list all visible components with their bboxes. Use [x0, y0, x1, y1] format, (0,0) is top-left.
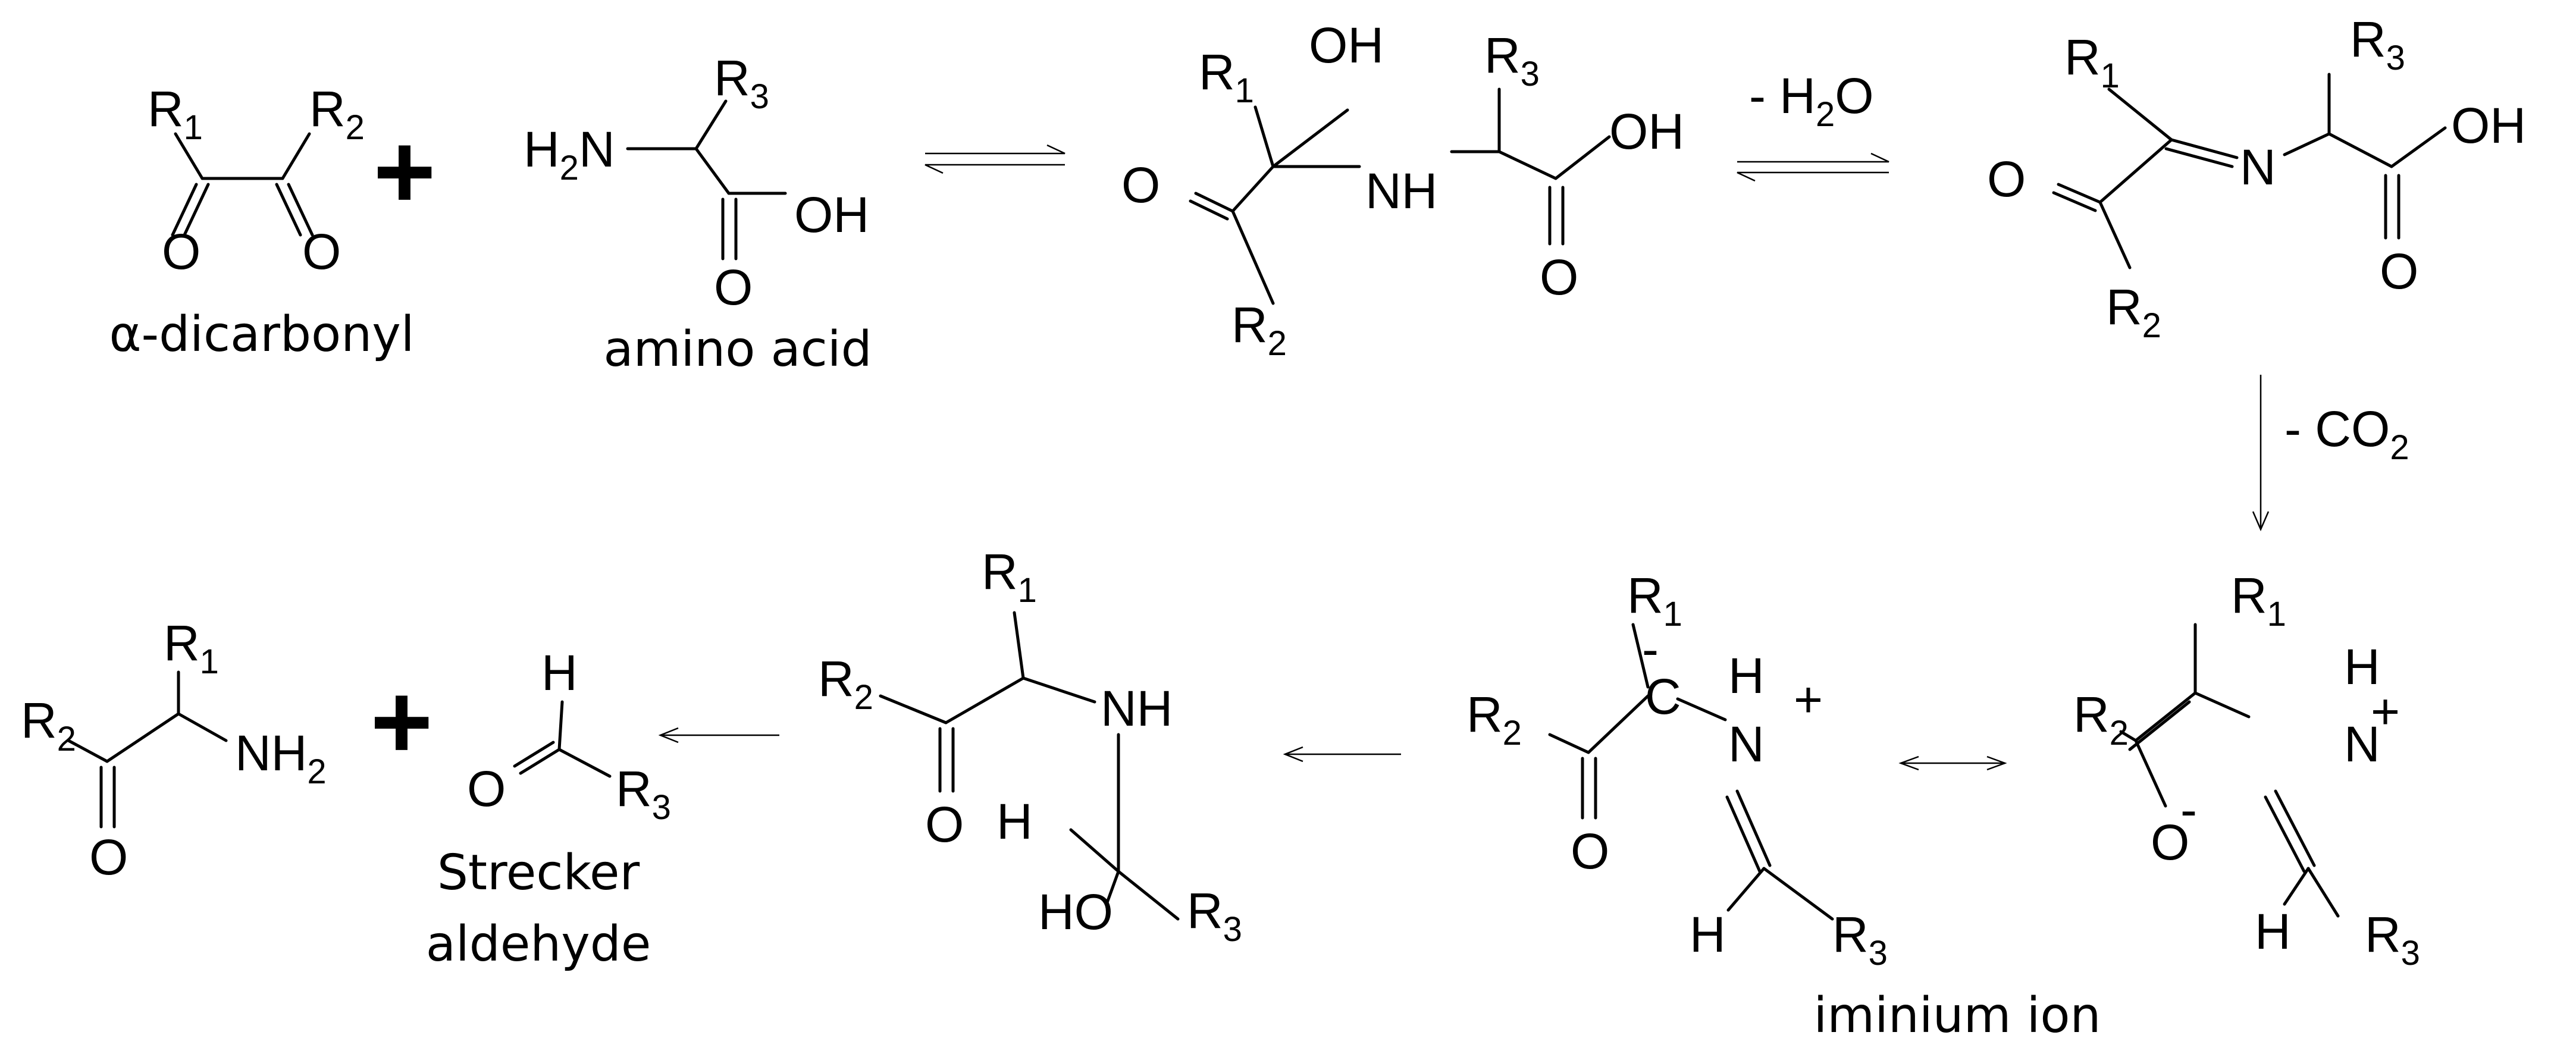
oxygen-label: O	[2380, 243, 2418, 299]
amine-nh-label: NH	[1365, 163, 1437, 219]
positive-charge: +	[1794, 672, 1823, 727]
imine-nitrogen-label: N	[2240, 139, 2276, 195]
oxygen-label: O	[1540, 249, 1578, 305]
strecker-caption-line1: Strecker	[437, 845, 640, 901]
negative-charge: -	[1642, 621, 1659, 677]
r2-label: R2	[2073, 686, 2129, 752]
equilibrium-arrow	[1737, 152, 1889, 182]
hydroxyl-label: OH	[1609, 103, 1684, 159]
oxygen-label: O	[1987, 151, 2026, 207]
r3-label: R3	[2350, 11, 2405, 77]
oxygen-label: O	[925, 796, 964, 852]
r3-label: R3	[616, 761, 671, 827]
alpha-dicarbonyl-caption: α-dicarbonyl	[109, 306, 414, 363]
r3-label: R3	[714, 50, 769, 116]
strecker-aldehyde-structure: H O R3 Strecker aldehyde	[426, 645, 671, 973]
alpha-dicarbonyl-structure: R1 R2 O O α-dicarbonyl	[109, 81, 414, 363]
oxygen-label: O	[1121, 157, 1160, 213]
decarboxylation-arrow	[2252, 375, 2270, 532]
hydrogen-label: H	[996, 793, 1033, 849]
enolate-oxygen-label: O	[2151, 814, 2189, 870]
r2-label: R2	[1231, 297, 1287, 363]
positive-charge: +	[2371, 683, 2400, 739]
r1-label: R1	[982, 544, 1037, 610]
carbanion-carbon-label: C	[1645, 669, 1681, 724]
hydroxyl-label: OH	[1309, 17, 1384, 73]
r2-label: R2	[309, 81, 365, 147]
hydroxyl-label: HO	[1038, 884, 1113, 940]
equilibrium-arrow	[925, 144, 1066, 174]
iminium-ion-structure: R1 R2 C - H + N O H R3 iminium ion	[1466, 567, 2101, 1044]
r1-label: R1	[1199, 44, 1254, 110]
amine-nh-label: NH	[1101, 680, 1173, 736]
oxygen-label: O	[302, 224, 341, 280]
hydroxyl-label: OH	[2451, 98, 2526, 153]
reaction-arrow	[658, 727, 779, 744]
resonance-arrow	[1898, 755, 2007, 771]
reaction-arrow	[1283, 746, 1401, 763]
amino-acid-structure: H2N R3 OH O amino acid	[524, 50, 872, 378]
r1-label: R1	[1627, 567, 1682, 633]
oxygen-label: O	[467, 761, 506, 817]
enolate-iminium-structure: R1 R2 H + N O - H R3	[2073, 567, 2420, 973]
r3-label: R3	[1832, 907, 1888, 973]
amino-acid-caption: amino acid	[603, 321, 872, 378]
r2-label: R2	[1466, 686, 1522, 752]
imine-structure: R1 O N R3 OH O R2	[1987, 11, 2526, 345]
amino-group-label: H2N	[524, 121, 615, 187]
iminium-ion-caption: iminium ion	[1813, 987, 2101, 1044]
r3-label: R3	[1484, 27, 1540, 93]
carbinolamine-structure: R1 OH O NH R3 OH O R2	[1121, 17, 1684, 363]
r2-label: R2	[818, 651, 873, 717]
r1-label: R1	[2231, 567, 2286, 633]
amino-group-label: NH2	[235, 725, 327, 791]
r2-label: R2	[21, 692, 76, 758]
r1-label: R1	[2064, 29, 2120, 95]
aldehyde-hydrogen-label: H	[541, 645, 578, 701]
oxygen-label: O	[162, 224, 200, 280]
r3-label: R3	[2365, 907, 2420, 973]
negative-charge: -	[2180, 782, 2197, 838]
aminoketone-structure: R1 R2 NH2 O	[21, 615, 327, 885]
r1-label: R1	[148, 81, 203, 147]
hydrogen-label: H	[2255, 904, 2291, 959]
oxygen-label: O	[89, 829, 128, 885]
oxygen-label: O	[714, 259, 753, 315]
nitrogen-hydrogen-label: H	[1728, 648, 1765, 704]
r2-label: R2	[2106, 279, 2161, 345]
hydroxyamine-intermediate-structure: R1 R2 NH O H HO R3	[818, 544, 1242, 949]
plus-operator: +	[370, 662, 433, 782]
hydroxyl-label: OH	[794, 187, 869, 243]
r3-label: R3	[1187, 883, 1242, 949]
r1-label: R1	[164, 615, 219, 681]
co2-loss-label: - CO2	[2284, 401, 2409, 467]
nitrogen-hydrogen-label: H	[2344, 639, 2380, 695]
iminium-nitrogen-label: N	[2344, 716, 2380, 772]
hydrogen-label: H	[1690, 907, 1726, 962]
water-loss-label: - H2O	[1749, 68, 1874, 134]
iminium-nitrogen-label: N	[1728, 716, 1765, 772]
plus-operator: +	[373, 112, 435, 231]
strecker-caption-line2: aldehyde	[426, 916, 651, 973]
oxygen-label: O	[1571, 823, 1609, 879]
